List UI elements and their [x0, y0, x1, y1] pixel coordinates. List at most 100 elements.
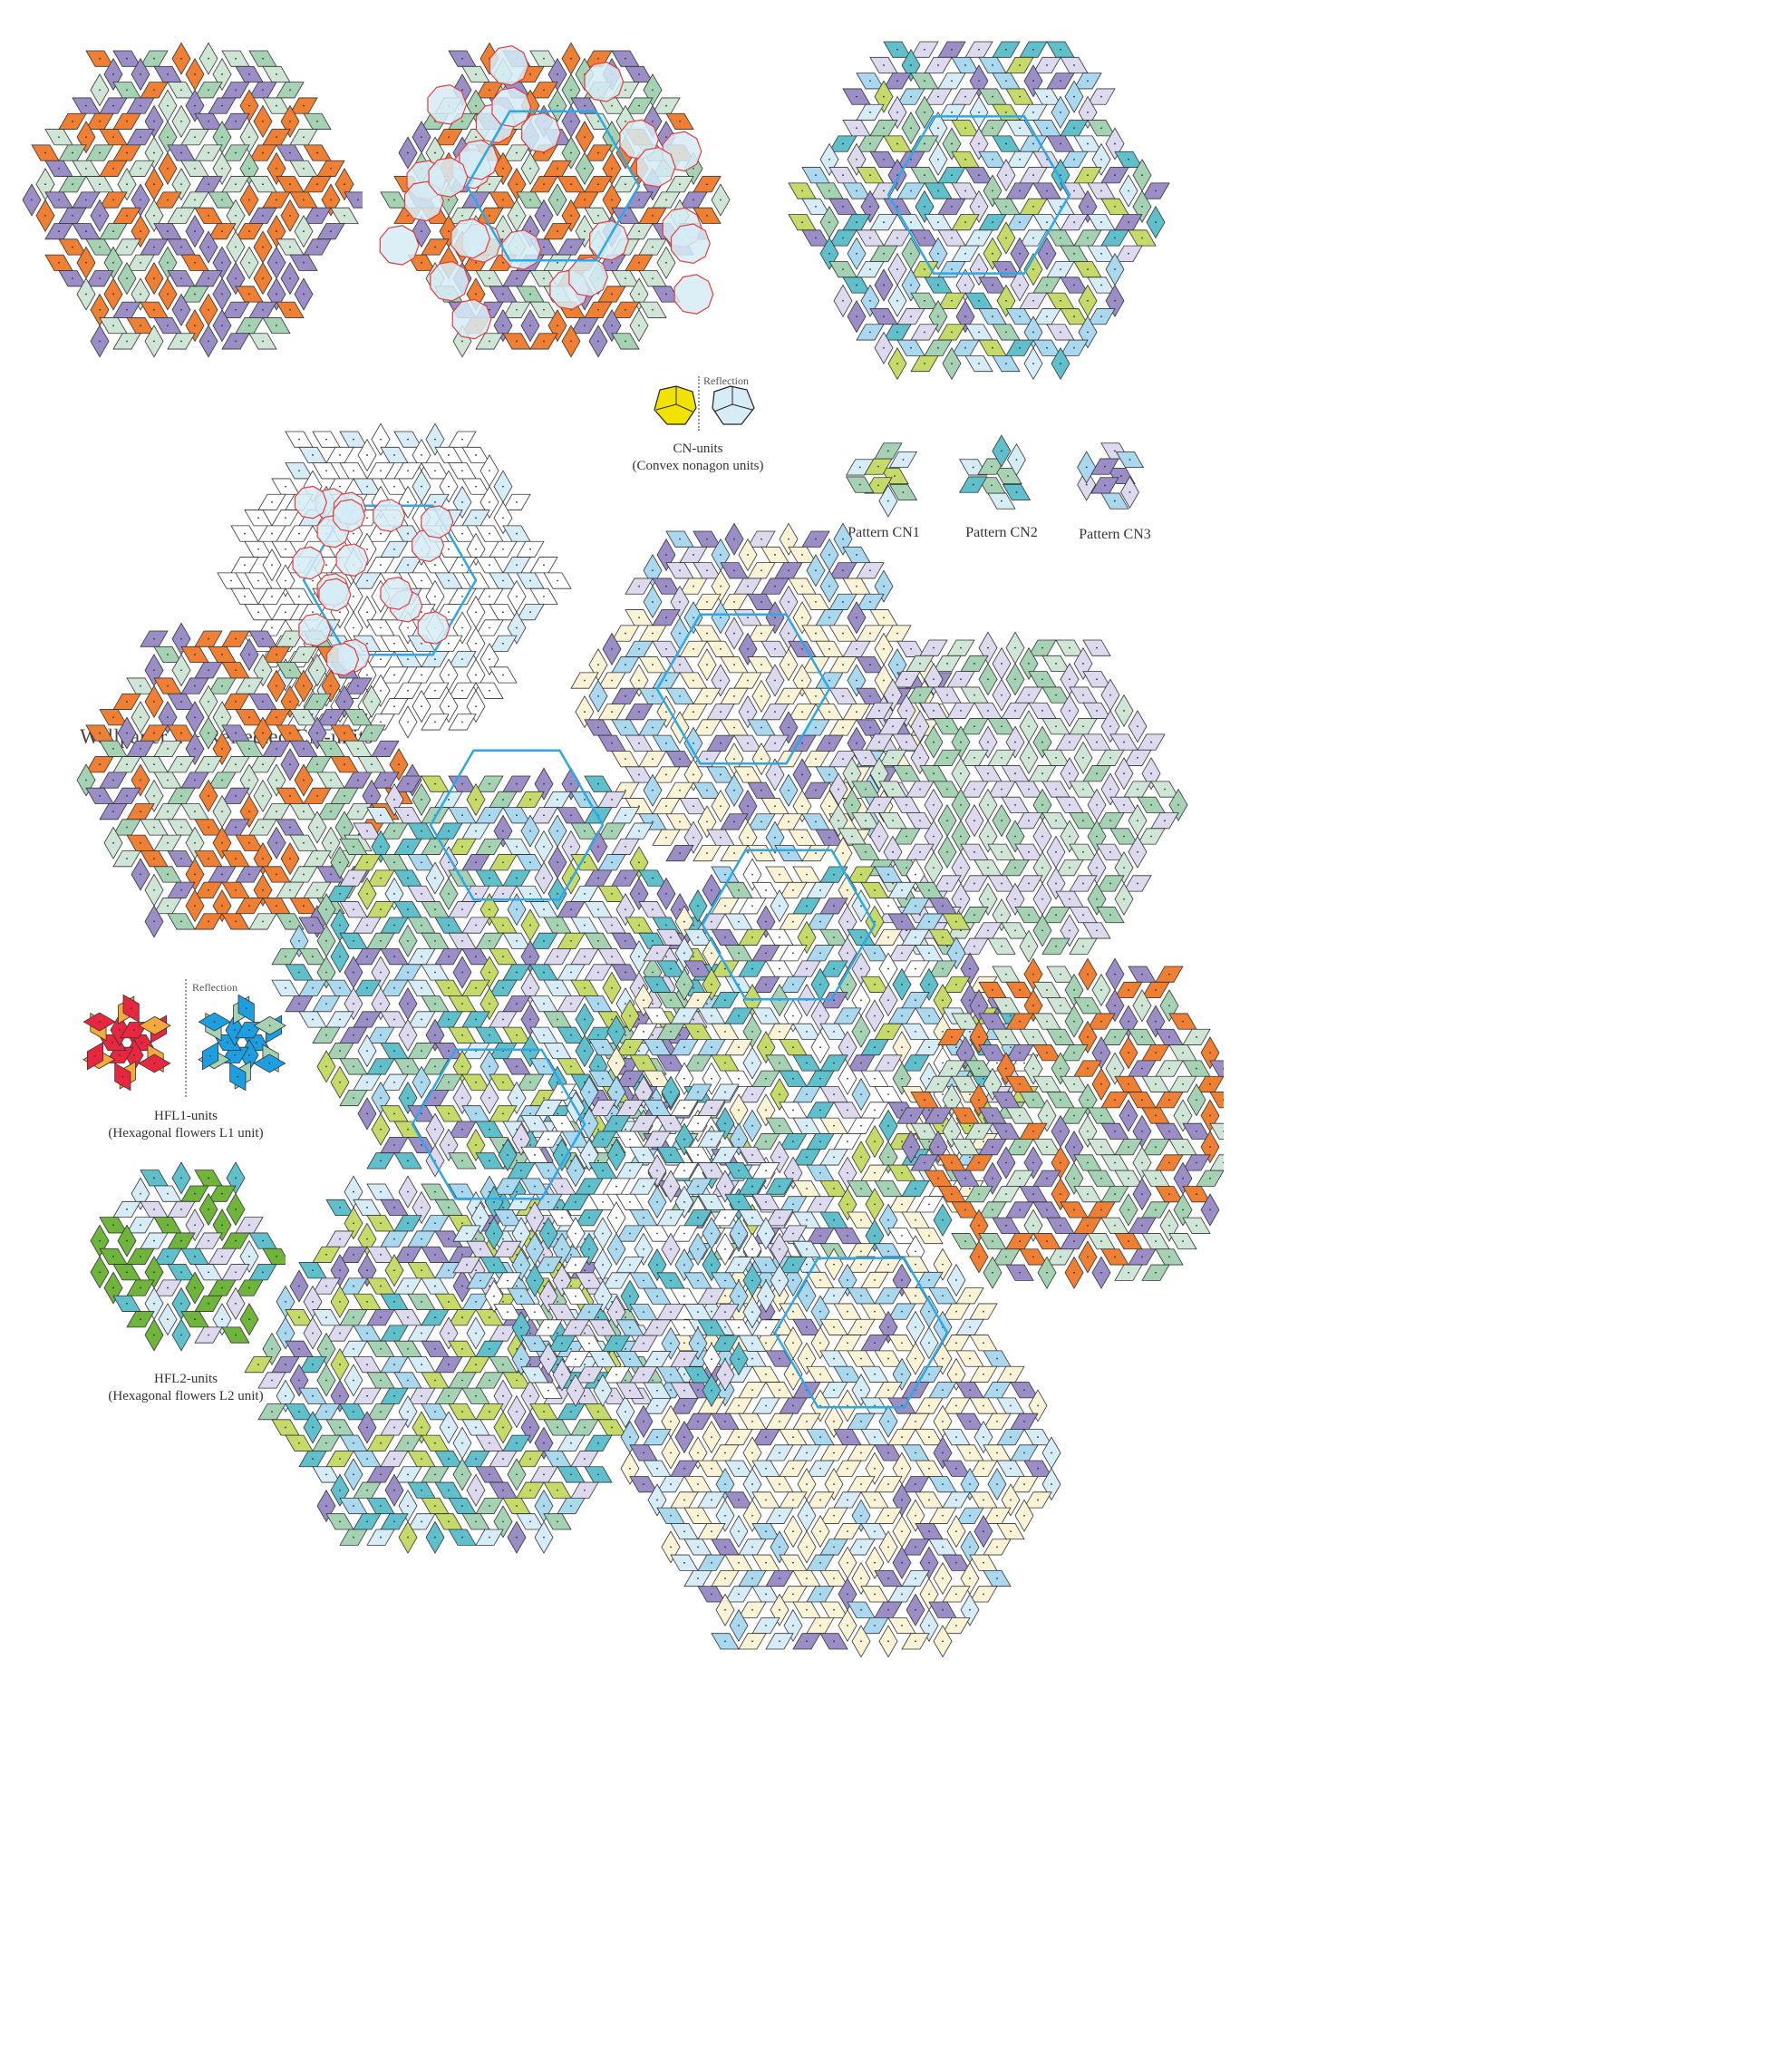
tile-dot — [693, 199, 694, 201]
tile-dot — [801, 221, 803, 224]
tile-dot — [584, 1018, 586, 1021]
tile-dot — [407, 1254, 409, 1256]
tile-dot — [910, 647, 912, 650]
tile-dot — [991, 465, 993, 468]
tile-dot — [1096, 835, 1098, 838]
tile-dot — [126, 57, 128, 60]
tile-dot — [915, 1188, 916, 1189]
tile-dot — [543, 277, 545, 280]
tile-dot — [235, 121, 237, 122]
tile-dot — [1073, 315, 1075, 317]
tile-dot — [679, 694, 681, 697]
tile-dot — [393, 799, 395, 801]
tile-dot — [887, 1062, 889, 1064]
tile-dot — [738, 952, 740, 955]
tile-dot — [1046, 284, 1048, 286]
tile-dot — [597, 908, 599, 911]
tile-dot — [1196, 1224, 1197, 1227]
tile-dot — [208, 277, 209, 280]
tile-dot — [502, 1458, 504, 1460]
tile-dot — [380, 438, 382, 441]
tile-dot — [638, 325, 640, 326]
tile-dot — [461, 57, 463, 60]
tile-dot — [126, 183, 128, 186]
tile-dot — [937, 1146, 939, 1149]
tile-dot — [978, 1161, 980, 1164]
tile-dot — [1223, 1099, 1224, 1102]
tile-dot — [529, 1018, 531, 1021]
tile-dot — [937, 127, 939, 130]
tile-dot — [434, 689, 436, 692]
tile-dot — [1060, 48, 1061, 51]
tile-dot — [557, 1050, 558, 1052]
tile-dot — [1209, 1177, 1211, 1179]
tile-dot — [915, 1030, 916, 1033]
tile-dot — [978, 268, 980, 271]
tile-dot — [665, 742, 667, 744]
tile-dot — [815, 205, 817, 208]
tile-dot — [461, 1411, 463, 1413]
tile-dot — [353, 877, 354, 879]
tile-dot — [1073, 1209, 1075, 1211]
tile-dot — [774, 616, 776, 619]
tile-dot — [842, 569, 844, 572]
tile-dot — [992, 1209, 993, 1211]
tile-dot — [529, 548, 531, 550]
tile-dot — [878, 710, 880, 712]
tile-dot — [964, 1052, 966, 1054]
tile-dot — [1114, 299, 1116, 302]
tile-dot — [665, 104, 667, 107]
tile-dot — [584, 199, 586, 201]
tile-dot — [860, 967, 862, 970]
tile-dot — [366, 1050, 368, 1052]
tile-dot — [298, 1003, 300, 1005]
tile-dot — [461, 1065, 463, 1068]
tile-dot — [516, 939, 518, 942]
tile-dot — [312, 1269, 314, 1272]
tile-dot — [153, 888, 155, 891]
tile-dot — [1123, 803, 1125, 806]
tile-dot — [1168, 1130, 1170, 1132]
tile-dot — [765, 952, 767, 955]
tile-dot — [951, 1036, 953, 1038]
tile-dot — [1046, 189, 1048, 192]
tile-dot — [99, 794, 101, 797]
tile-dot — [529, 1364, 531, 1366]
tile-dot — [1005, 1130, 1007, 1132]
tile-dot — [167, 136, 169, 139]
cn-unit-yellow — [654, 385, 697, 425]
tile-dot — [516, 1190, 518, 1193]
tile-dot — [489, 908, 490, 911]
tile-dot — [112, 293, 114, 296]
tile-dot — [910, 252, 912, 255]
tile-dot — [339, 1081, 341, 1083]
tile-dot — [973, 694, 975, 696]
tile-dot — [1087, 1036, 1089, 1038]
tile-dot — [339, 956, 341, 958]
tile-dot — [434, 151, 436, 154]
tile-dot — [262, 183, 264, 186]
tile-dot — [393, 1238, 395, 1240]
tile-dot — [733, 789, 735, 791]
tile-dot — [1120, 475, 1122, 477]
tile-dot — [1100, 1177, 1102, 1179]
tile-dot — [557, 1458, 558, 1460]
tile-dot — [112, 716, 114, 719]
tile-dot — [978, 237, 980, 239]
tile-dot — [978, 1099, 980, 1102]
tile-dot — [951, 1099, 953, 1102]
tile-dot — [316, 732, 318, 734]
tile-dot — [221, 104, 223, 107]
tile-dot — [180, 308, 182, 311]
tile-dot — [557, 986, 558, 989]
tile-dot — [779, 967, 780, 970]
tile-dot — [516, 214, 518, 217]
tile-dot — [407, 438, 409, 441]
tile-dot — [434, 1034, 436, 1036]
tile-dot — [516, 1128, 518, 1131]
tile-dot — [1141, 1161, 1143, 1164]
tile-dot — [928, 1014, 930, 1017]
tile-dot — [679, 121, 681, 122]
tile-dot — [489, 308, 490, 311]
tile-dot — [828, 742, 830, 744]
